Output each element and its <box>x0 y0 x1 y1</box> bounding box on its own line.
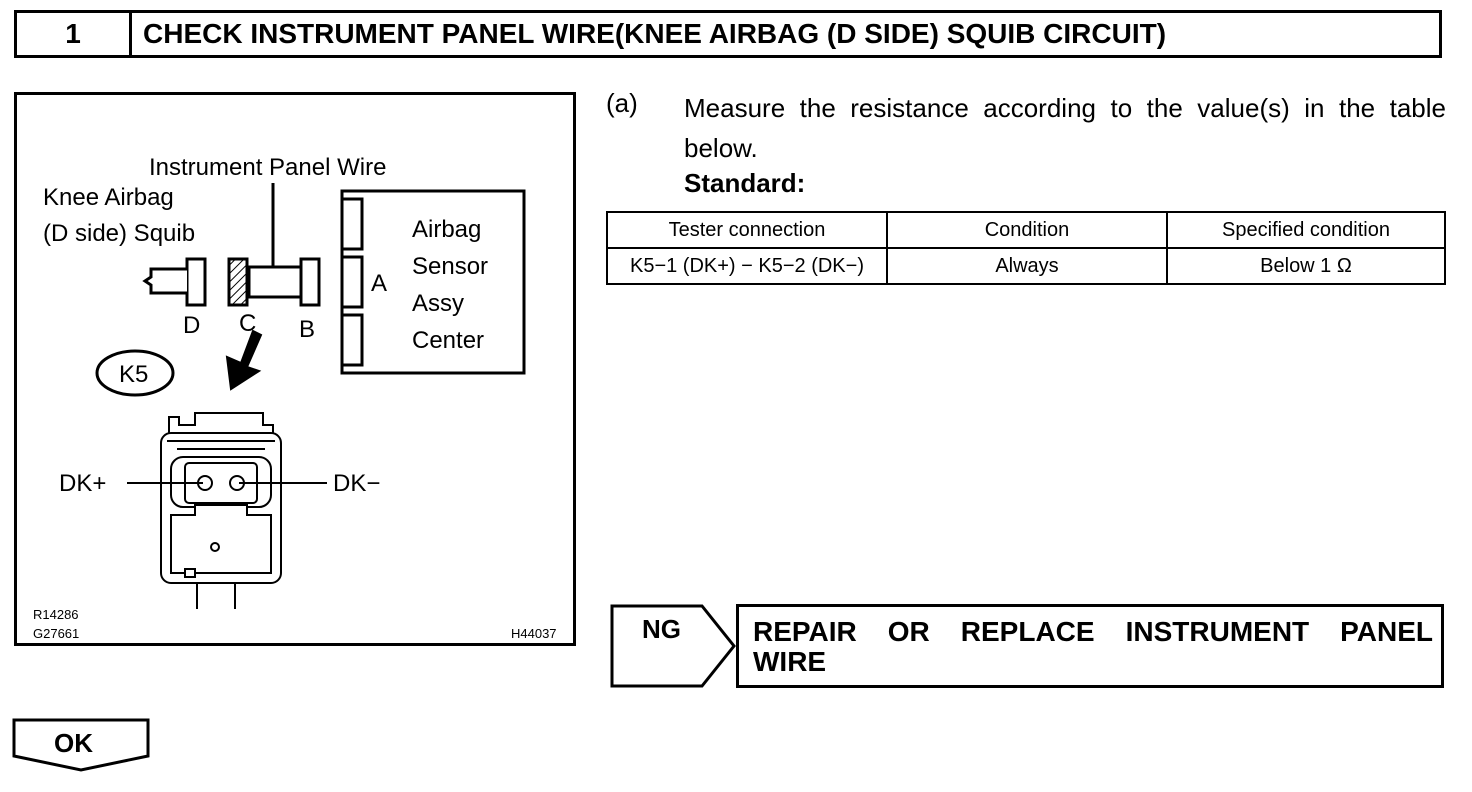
ng-tag <box>610 604 736 688</box>
step-header: 1 CHECK INSTRUMENT PANEL WIRE(KNEE AIRBA… <box>14 10 1442 58</box>
sensor-slot-3 <box>340 313 364 367</box>
airbag-sensor-box <box>340 189 526 375</box>
connector-b <box>299 257 321 307</box>
table-header-cell: Tester connection <box>606 211 888 249</box>
figure-code-r14286: R14286 <box>33 607 79 622</box>
wire-body <box>247 265 305 299</box>
table-header-cell: Specified condition <box>1166 211 1446 249</box>
wiring-diagram: Instrument Panel Wire Knee Airbag (D sid… <box>33 154 557 641</box>
label-k5: K5 <box>119 361 148 388</box>
label-sensor-airbag: Airbag <box>412 216 481 243</box>
figure-code-h44037: H44037 <box>511 626 557 641</box>
k5-ellipse <box>95 349 175 397</box>
label-instrument-panel-wire: Instrument Panel Wire <box>149 154 386 181</box>
label-dk-minus: DK− <box>333 470 380 497</box>
label-d-side-squib: (D side) Squib <box>43 220 195 247</box>
table-cell: Below 1 Ω <box>1166 247 1446 285</box>
table-cell: K5−1 (DK+) − K5−2 (DK−) <box>606 247 888 285</box>
label-sensor-sensor: Sensor <box>412 253 488 280</box>
sensor-slot-1 <box>340 197 364 251</box>
connector-c <box>227 257 249 307</box>
arrow-down-icon <box>225 329 263 391</box>
figure-code-g27661: G27661 <box>33 626 79 641</box>
sensor-connector-a <box>340 255 364 309</box>
connector-k5-face <box>160 412 282 609</box>
label-connector-b: B <box>299 316 315 343</box>
step-label: (a) <box>606 88 638 118</box>
ng-action-line1: REPAIR OR REPLACE INSTRUMENT PANEL <box>753 616 1433 647</box>
ng-action-line2: WIRE <box>753 646 827 677</box>
wiring-figure: Instrument Panel Wire Knee Airbag (D sid… <box>14 92 576 646</box>
spec-table: Tester connection Condition Specified co… <box>606 211 1446 285</box>
connector-d <box>185 257 207 307</box>
ok-tag <box>12 718 150 772</box>
label-connector-a: A <box>371 270 387 297</box>
label-connector-c: C <box>239 310 256 337</box>
ok-label: OK <box>54 728 93 758</box>
label-sensor-center: Center <box>412 327 484 354</box>
squib-plug <box>142 267 187 295</box>
table-header-row: Tester connection Condition Specified co… <box>606 211 1446 249</box>
step-text: Measure the resistance according to the … <box>684 93 1446 163</box>
step-title: CHECK INSTRUMENT PANEL WIRE(KNEE AIRBAG … <box>143 18 1167 49</box>
label-dk-plus: DK+ <box>59 470 106 497</box>
standard-label: Standard: <box>684 168 806 198</box>
table-row: K5−1 (DK+) − K5−2 (DK−) Always Below 1 Ω <box>606 247 1446 285</box>
step-number: 1 <box>17 13 132 55</box>
ng-label: NG <box>642 614 681 644</box>
table-cell: Always <box>886 247 1168 285</box>
table-header-cell: Condition <box>886 211 1168 249</box>
label-knee-airbag: Knee Airbag <box>43 184 174 211</box>
label-connector-d: D <box>183 312 200 339</box>
ng-action-box: REPAIR OR REPLACE INSTRUMENT PANEL WIRE <box>736 604 1444 688</box>
label-sensor-assy: Assy <box>412 290 464 317</box>
